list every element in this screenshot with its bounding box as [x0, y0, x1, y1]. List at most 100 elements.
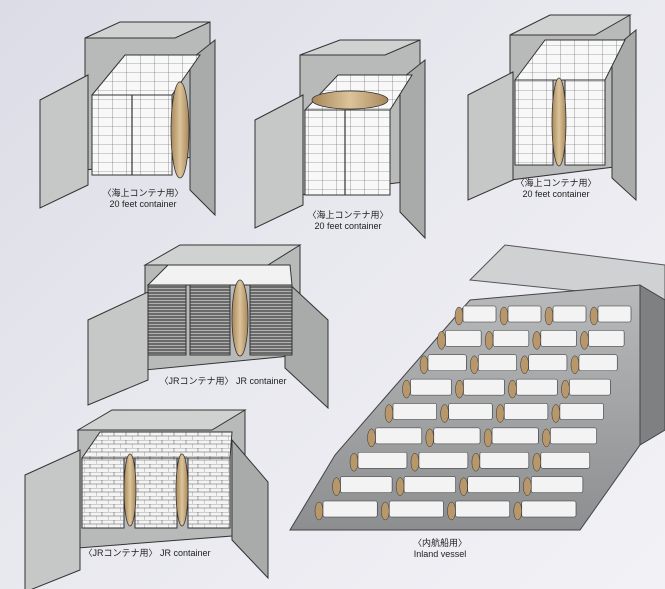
caption-container-jr-2: 〈JRコンテナ用〉 JR container	[72, 548, 222, 559]
caption-inland-vessel: 〈内航船用〉 Inland vessel	[390, 538, 490, 560]
cargo-stack	[249, 284, 293, 356]
caption-en: 20 feet container	[109, 199, 177, 209]
vessel-dunnage-bag	[384, 404, 394, 423]
container-door-right	[611, 28, 637, 202]
container-door-right	[189, 38, 216, 217]
vessel-cargo-bundle	[540, 451, 591, 469]
vessel-cargo-bundle	[388, 500, 444, 518]
cargo-stack	[187, 457, 231, 529]
container-jr-1	[87, 244, 329, 410]
container-20ft-2	[254, 39, 426, 240]
dunnage-bag-icon	[170, 81, 190, 179]
vessel-cargo-bundle	[340, 476, 393, 493]
vessel-cargo-bundle	[492, 330, 530, 347]
vessel-cargo-bundle	[455, 500, 511, 518]
container-jr-2	[24, 409, 269, 589]
container-door-left	[467, 71, 514, 201]
caption-container-20ft-3: 〈海上コンテナ用〉 20 feet container	[496, 178, 616, 200]
vessel-dunnage-bag	[532, 331, 542, 350]
vessel-dunnage-bag	[425, 428, 435, 448]
caption-jp: 〈海上コンテナ用〉	[102, 188, 184, 198]
inland-vessel-icon	[289, 244, 665, 531]
vessel-dunnage-bag	[470, 355, 479, 374]
vessel-dunnage-bag	[395, 477, 405, 496]
cargo-stack	[564, 79, 606, 166]
vessel-cargo-bundle	[357, 451, 408, 469]
vessel-dunnage-bag	[402, 379, 411, 399]
vessel-dunnage-bag	[349, 453, 359, 472]
vessel-dunnage-bag	[454, 306, 464, 326]
vessel-dunnage-bag	[483, 428, 493, 448]
container-door-right	[231, 438, 269, 580]
container-20ft-1	[39, 21, 216, 217]
vessel-cargo-bundle	[478, 354, 517, 372]
vessel-cargo-bundle	[403, 476, 456, 493]
caption-en: JR container	[235, 376, 287, 386]
caption-jp: 〈JRコンテナ用〉	[159, 376, 234, 386]
vessel-dunnage-bag	[499, 306, 509, 326]
caption-en: JR container	[159, 548, 211, 558]
vessel-dunnage-bag	[471, 453, 481, 472]
caption-jp: 〈海上コンテナ用〉	[307, 210, 389, 220]
vessel-dunnage-bag	[437, 331, 446, 350]
vessel-dunnage-bag	[523, 477, 532, 496]
vessel-cargo-bundle	[578, 354, 618, 372]
vessel-cargo-bundle	[540, 330, 577, 347]
caption-jp: 〈JRコンテナ用〉	[83, 548, 158, 558]
vessel-cargo-bundle	[559, 403, 604, 420]
caption-en: 20 feet container	[522, 189, 590, 199]
vessel-dunnage-bag	[542, 428, 551, 448]
vessel-dunnage-bag	[440, 404, 449, 423]
dunnage-bag-icon	[123, 453, 137, 527]
vessel-cargo-bundle	[392, 403, 437, 420]
vessel-cargo-rows	[314, 305, 632, 521]
cargo-stack	[514, 79, 554, 166]
vessel-dunnage-bag	[508, 379, 517, 399]
vessel-dunnage-bag	[484, 331, 494, 350]
vessel-cargo-bundle	[322, 500, 378, 518]
vessel-dunnage-bag	[513, 501, 522, 521]
vessel-dunnage-bag	[589, 306, 599, 326]
vessel-cargo-bundle	[462, 305, 497, 323]
vessel-cargo-bundle	[569, 378, 611, 396]
vessel-dunnage-bag	[532, 453, 542, 472]
vessel-cargo-bundle	[528, 354, 568, 372]
vessel-dunnage-bag	[314, 501, 324, 521]
vessel-dunnage-bag	[459, 477, 468, 496]
vessel-cargo-bundle	[479, 451, 530, 469]
vessel-cargo-bundle	[375, 427, 423, 445]
vessel-dunnage-bag	[419, 355, 429, 374]
vessel-dunnage-bag	[447, 501, 456, 521]
cargo-stack	[189, 284, 231, 356]
vessel-dunnage-bag	[455, 379, 464, 399]
vessel-cargo-bundle	[448, 403, 493, 420]
vessel-cargo-bundle	[445, 330, 482, 347]
cargo-stack	[304, 109, 391, 196]
dunnage-bag-icon	[311, 90, 389, 110]
cargo-stack	[81, 457, 125, 529]
vessel-dunnage-bag	[381, 501, 390, 521]
vessel-cargo-bundle	[552, 305, 587, 323]
cargo-stack	[134, 457, 178, 529]
caption-en: 20 feet container	[314, 221, 382, 231]
caption-container-20ft-1: 〈海上コンテナ用〉 20 feet container	[88, 188, 198, 210]
dunnage-bag-icon	[551, 77, 567, 167]
vessel-dunnage-bag	[496, 404, 505, 423]
vessel-cargo-bundle	[530, 476, 584, 493]
container-20ft-3	[467, 14, 637, 202]
vessel-cargo-bundle	[503, 403, 549, 420]
dunnage-bag-icon	[231, 279, 249, 357]
vessel-dunnage-bag	[544, 306, 554, 326]
vessel-cargo-bundle	[521, 500, 577, 518]
vessel-cargo-bundle	[491, 427, 539, 445]
vessel-dunnage-bag	[332, 477, 341, 496]
vessel-dunnage-bag	[551, 404, 561, 423]
caption-jp: 〈海上コンテナ用〉	[515, 178, 597, 188]
dunnage-bag-icon	[175, 453, 189, 527]
container-door-left	[87, 291, 149, 406]
vessel-cargo-bundle	[433, 427, 481, 445]
vessel-cargo-bundle	[588, 330, 625, 347]
cargo-stack	[147, 284, 187, 356]
container-door-left	[39, 74, 89, 209]
